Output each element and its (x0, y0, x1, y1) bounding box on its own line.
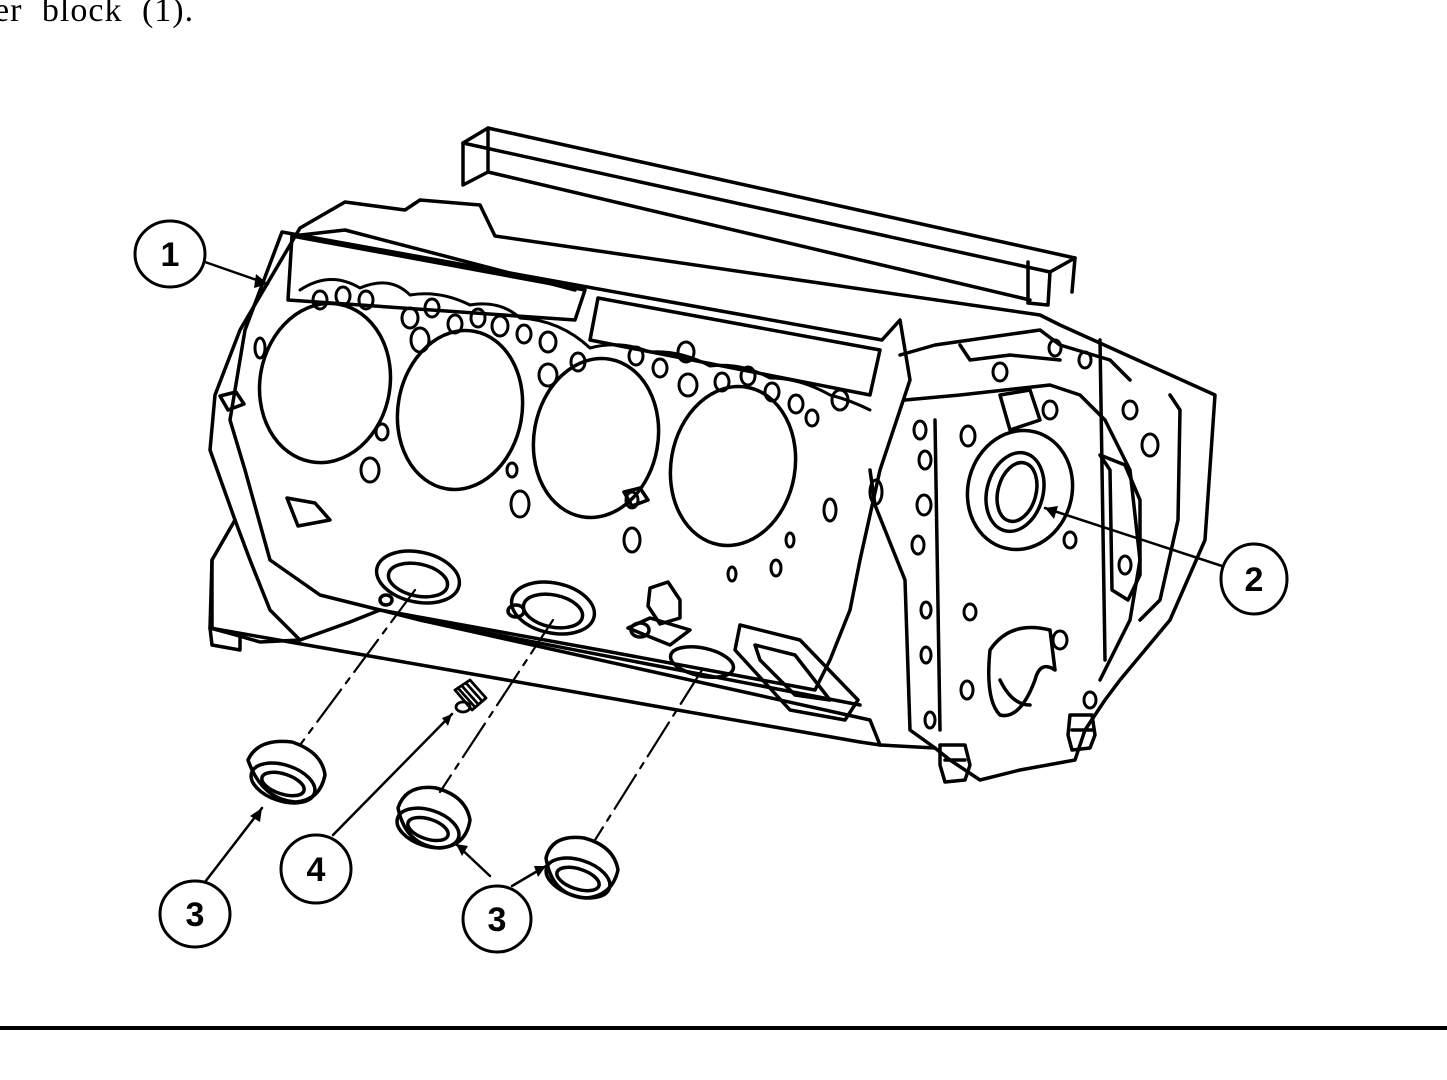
callout-circle-3b (461, 884, 533, 954)
callout-label-3a: 3 (186, 896, 205, 934)
freeze-plug-right (544, 835, 620, 900)
callout-label-4: 4 (307, 851, 326, 889)
callout-label-1: 1 (161, 236, 180, 274)
callout-circle-1 (133, 219, 207, 289)
callout-circle-2 (1219, 542, 1289, 616)
freeze-plug-center (395, 785, 472, 850)
callout-label-3b: 3 (488, 901, 507, 939)
callout-circle-4 (279, 833, 353, 905)
callout-circle-3a (158, 879, 232, 949)
freeze-plug-left (246, 739, 327, 805)
cylinder-block (208, 126, 1217, 784)
pipe-plug (453, 678, 488, 714)
section-divider (0, 1026, 1447, 1030)
callout-label-2: 2 (1245, 561, 1264, 599)
intro-text: er block (1). (0, 0, 195, 29)
